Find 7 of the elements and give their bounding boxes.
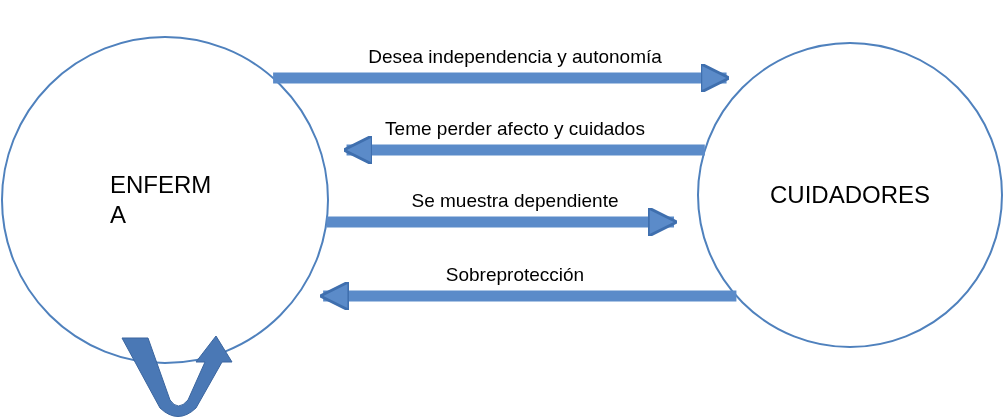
node-label: ENFERMA	[110, 170, 213, 230]
node-label: CUIDADORES	[768, 180, 931, 210]
block-arrow	[326, 206, 679, 238]
block-arrow	[273, 62, 731, 94]
block-arrow	[318, 280, 737, 312]
circle-node	[1, 36, 329, 364]
circle-node	[697, 42, 1003, 348]
